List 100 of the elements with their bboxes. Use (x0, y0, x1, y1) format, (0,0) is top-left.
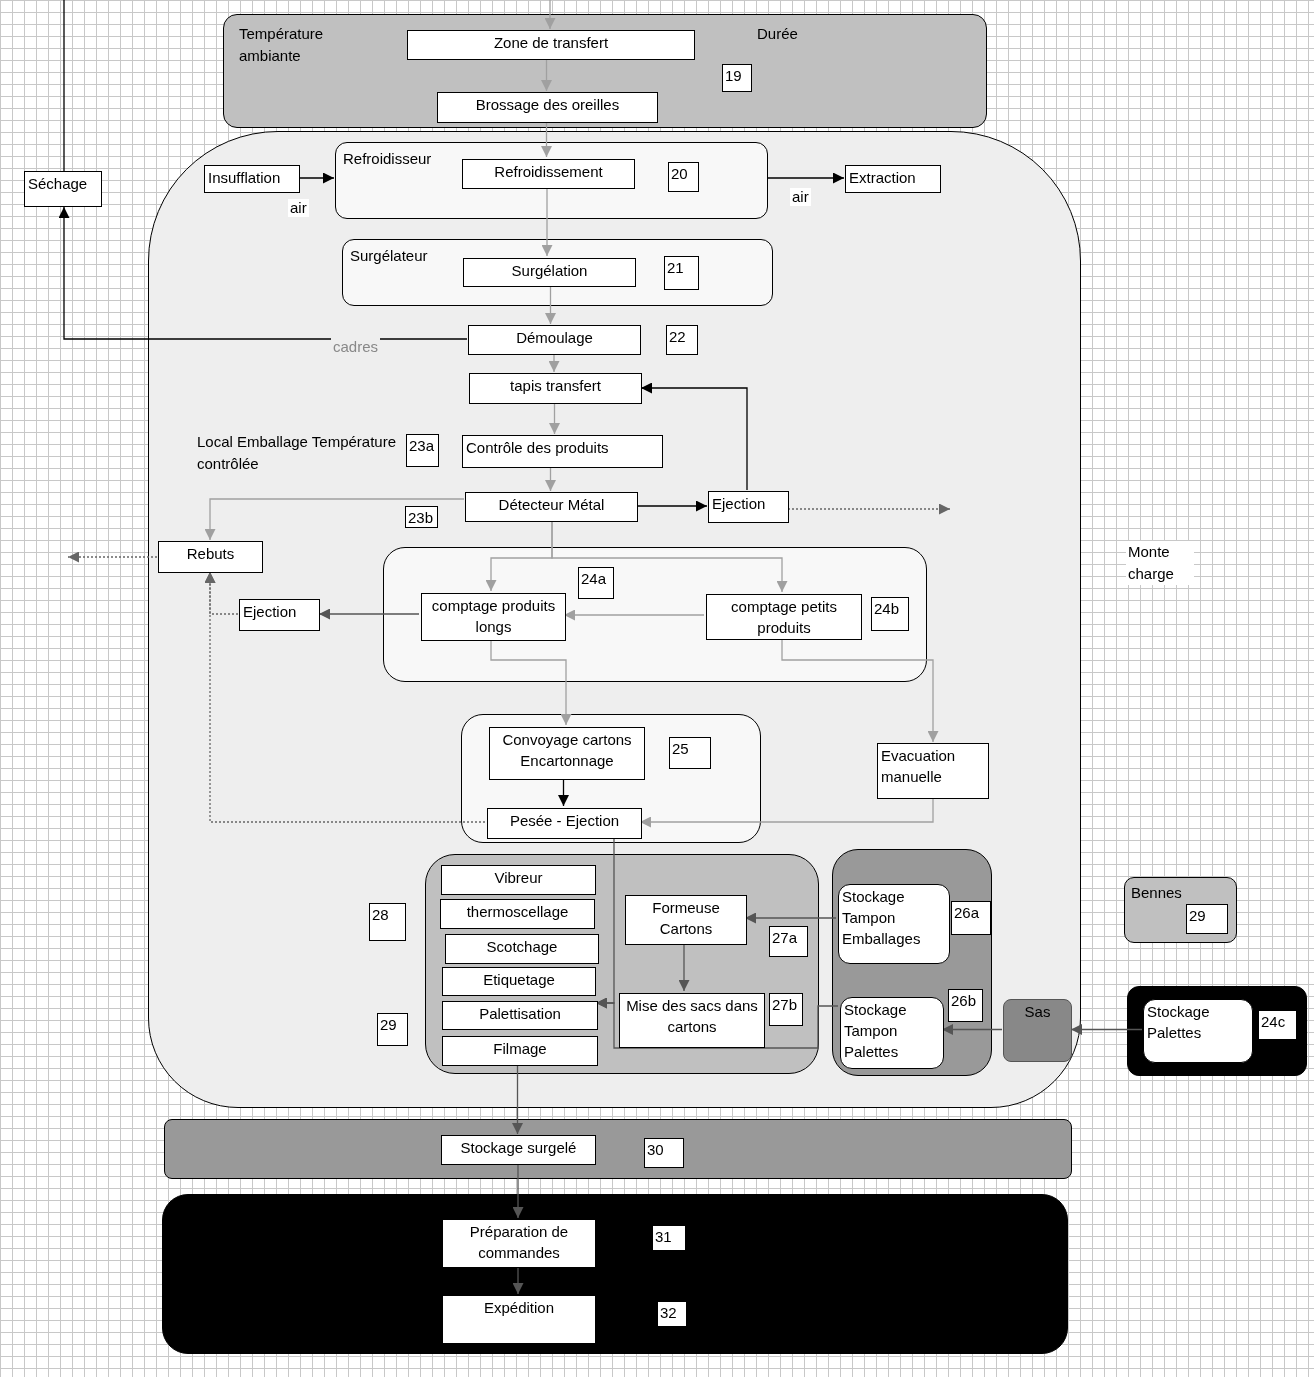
arrow (744, 912, 837, 924)
step-number: 19 (722, 64, 752, 92)
process-box: Mise des sacs dans cartons (619, 993, 765, 1048)
arrow (781, 637, 939, 743)
zone-panel (1124, 877, 1237, 943)
arrow (541, 58, 552, 92)
process-box: Etiquetage (442, 967, 596, 996)
step-number: 20 (668, 162, 699, 192)
arrow (1070, 1024, 1143, 1035)
arrow (512, 1163, 524, 1219)
zone-heading: Surgélateur (350, 246, 429, 266)
step-number: 22 (666, 325, 698, 355)
process-box: Insufflation (204, 165, 300, 193)
process-box: Séchage (24, 171, 102, 207)
area-label: Monte charge (1126, 541, 1194, 585)
step-number: 32 (657, 1301, 687, 1327)
process-box: Rebuts (158, 541, 263, 573)
process-box: Contrôle des produits (462, 435, 663, 468)
equipment-panel (335, 142, 768, 219)
group-panel (164, 1119, 1072, 1179)
process-box: Palettisation (442, 1001, 598, 1030)
process-box: thermoscellage (440, 899, 595, 929)
process-box: Zone de transfert (407, 30, 695, 60)
step-number: 21 (664, 256, 699, 290)
process-box: Pesée - Ejection (487, 808, 642, 839)
zone-heading: Durée (757, 24, 799, 44)
group-panel (461, 714, 761, 843)
step-number: 29 (377, 1013, 408, 1046)
arrow (941, 1024, 1003, 1035)
group-panel (162, 1194, 1068, 1354)
step-number: 26a (951, 901, 991, 935)
zone-heading: Température ambiante (239, 24, 325, 66)
arrow (787, 503, 951, 515)
step-number: 31 (652, 1225, 686, 1251)
arrow (563, 609, 705, 621)
step-number: 29 (1186, 904, 1228, 934)
arrow (595, 997, 839, 1049)
arrow (549, 402, 560, 435)
process-box: comptage petits produits (706, 594, 862, 640)
group-panel (832, 849, 992, 1076)
connector-line (63, 0, 65, 172)
zone-heading: Bennes (1131, 883, 1183, 903)
process-box: Sas (1003, 999, 1072, 1062)
arrow (67, 551, 158, 563)
storage-box: Stockage Tampon Palettes (840, 997, 944, 1069)
arrow (58, 206, 468, 340)
step-number: 28 (369, 903, 406, 941)
process-box: Scotchage (445, 934, 599, 964)
arrow (490, 638, 572, 726)
group-panel (1127, 986, 1307, 1076)
process-box: Convoyage cartons Encartonnage (489, 727, 645, 780)
process-box: Evacuation manuelle (877, 743, 989, 799)
zone-panel (223, 14, 987, 128)
process-box: Refroidissement (462, 159, 635, 189)
process-box: Stockage surgelé (441, 1135, 596, 1165)
process-box: Démoulage (468, 325, 641, 355)
arrow (318, 608, 420, 620)
arrow (512, 1063, 523, 1135)
arrow (204, 498, 465, 541)
process-box: Extraction (845, 165, 941, 193)
arrow (298, 172, 335, 184)
equipment-panel (342, 239, 773, 306)
step-number: 24c (1258, 1010, 1297, 1040)
step-number: 24a (578, 567, 614, 599)
process-box: Préparation de commandes (442, 1219, 596, 1268)
arrow (639, 797, 934, 828)
arrow (640, 382, 748, 491)
process-box: Surgélation (463, 258, 636, 287)
arrow (204, 571, 486, 823)
arrow (636, 500, 708, 512)
step-number: 25 (669, 737, 711, 769)
step-number: 26b (948, 989, 983, 1022)
edge-label: air (288, 199, 309, 217)
group-panel (425, 854, 819, 1074)
arrow (512, 1266, 524, 1295)
arrow (678, 942, 690, 992)
arrow (548, 353, 560, 373)
step-number: 30 (644, 1138, 684, 1168)
arrow (544, 0, 556, 30)
process-box: Expédition (442, 1295, 596, 1344)
edge-label: air (790, 188, 811, 206)
zone-heading: Local Emballage Température contrôlée (197, 432, 397, 474)
arrow (551, 520, 788, 593)
process-box: comptage produits longs (421, 593, 566, 641)
arrow (766, 172, 845, 184)
step-number: 27a (769, 926, 808, 957)
step-number: 27b (769, 993, 803, 1026)
arrow (558, 777, 569, 807)
zone-heading: Refroidisseur (343, 149, 433, 169)
process-box: Filmage (442, 1036, 598, 1066)
process-box: Brossage des oreilles (437, 92, 658, 123)
arrow (541, 186, 553, 257)
process-box: Détecteur Métal (465, 492, 638, 522)
process-box: Ejection (708, 491, 789, 523)
process-box: Vibreur (441, 865, 596, 895)
step-number: 24b (871, 597, 909, 631)
arrow (545, 284, 556, 325)
process-box: Ejection (239, 599, 320, 631)
room-outline (148, 131, 1081, 1108)
group-panel (383, 547, 927, 682)
